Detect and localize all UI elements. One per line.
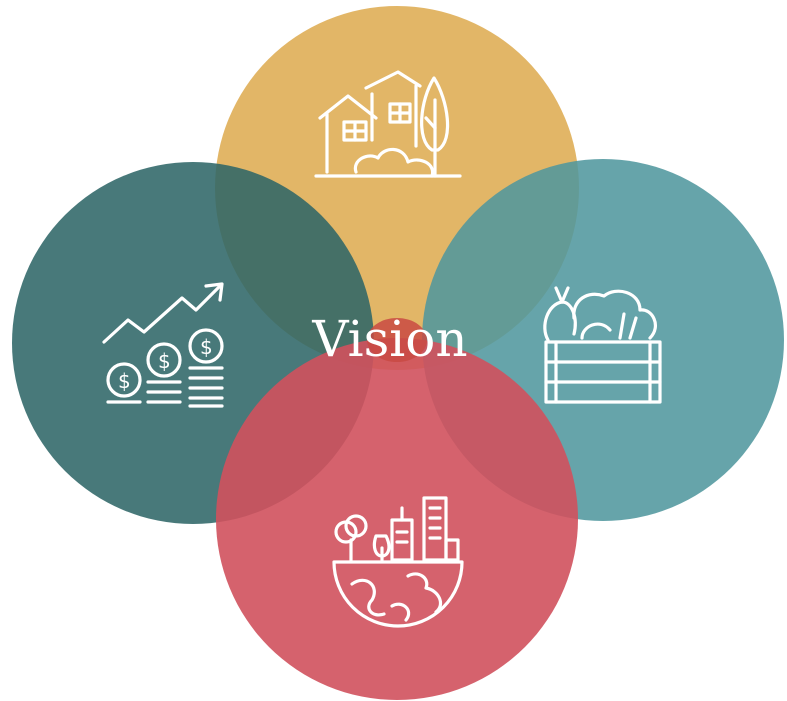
center-label: Vision bbox=[311, 310, 467, 368]
svg-text:$: $ bbox=[118, 369, 131, 393]
svg-text:$: $ bbox=[158, 349, 171, 373]
vegetable-crate-icon bbox=[543, 286, 662, 404]
center-overlap bbox=[367, 318, 427, 362]
houses-and-tree-icon bbox=[314, 70, 462, 178]
city-on-earth-icon bbox=[332, 496, 464, 628]
money-growth-icon: $ $ $ bbox=[102, 282, 224, 408]
svg-text:$: $ bbox=[200, 335, 213, 359]
